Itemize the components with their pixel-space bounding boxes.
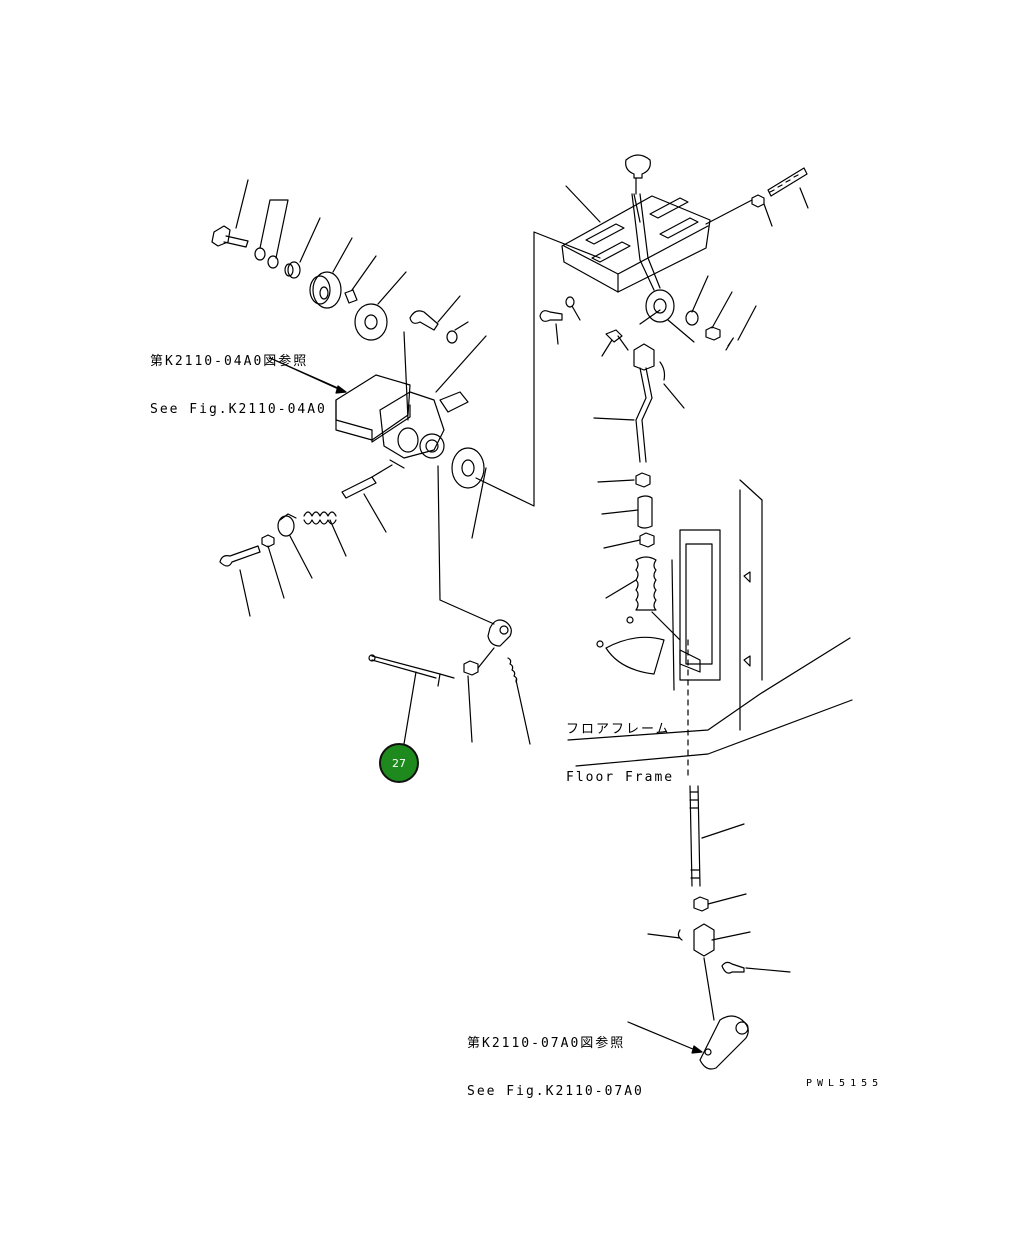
callout-badge-label: 27 [392, 756, 406, 770]
connecting-link [437, 231, 601, 625]
reference-note-1-jp: 第K2110-04A0図参照 [150, 354, 309, 369]
ref-1-arrow [269, 357, 346, 393]
floor-frame [567, 479, 853, 781]
reference-note-2-jp: 第K2110-07A0図参照 [467, 1036, 626, 1051]
reference-note-1: 第K2110-04A0図参照 See Fig.K2110-04A0 [150, 322, 327, 434]
ref-2-arrow [627, 1021, 701, 1053]
reference-note-1-en: See Fig.K2110-04A0 [150, 402, 327, 417]
reference-note-2: 第K2110-07A0図参照 See Fig.K2110-07A0 [467, 1004, 644, 1116]
floor-frame-label: フロアフレーム Floor Frame [566, 690, 674, 802]
rod-column [593, 329, 685, 641]
lower-rod-assembly [647, 785, 791, 1070]
lower-left-parts [368, 619, 531, 745]
shifter-assembly [539, 154, 809, 351]
ref-2-arrowhead [691, 1045, 703, 1054]
drawing-code: PWL5155 [806, 1078, 884, 1089]
floor-frame-label-jp: フロアフレーム [566, 722, 671, 737]
callout-badge-27[interactable]: 27 [379, 743, 419, 783]
left-bracket-assembly [211, 225, 485, 567]
leader-lines-left [235, 179, 487, 617]
ref-1-arrowhead [335, 385, 347, 394]
floor-frame-label-en: Floor Frame [566, 770, 675, 785]
reference-note-2-en: See Fig.K2110-07A0 [467, 1084, 644, 1099]
